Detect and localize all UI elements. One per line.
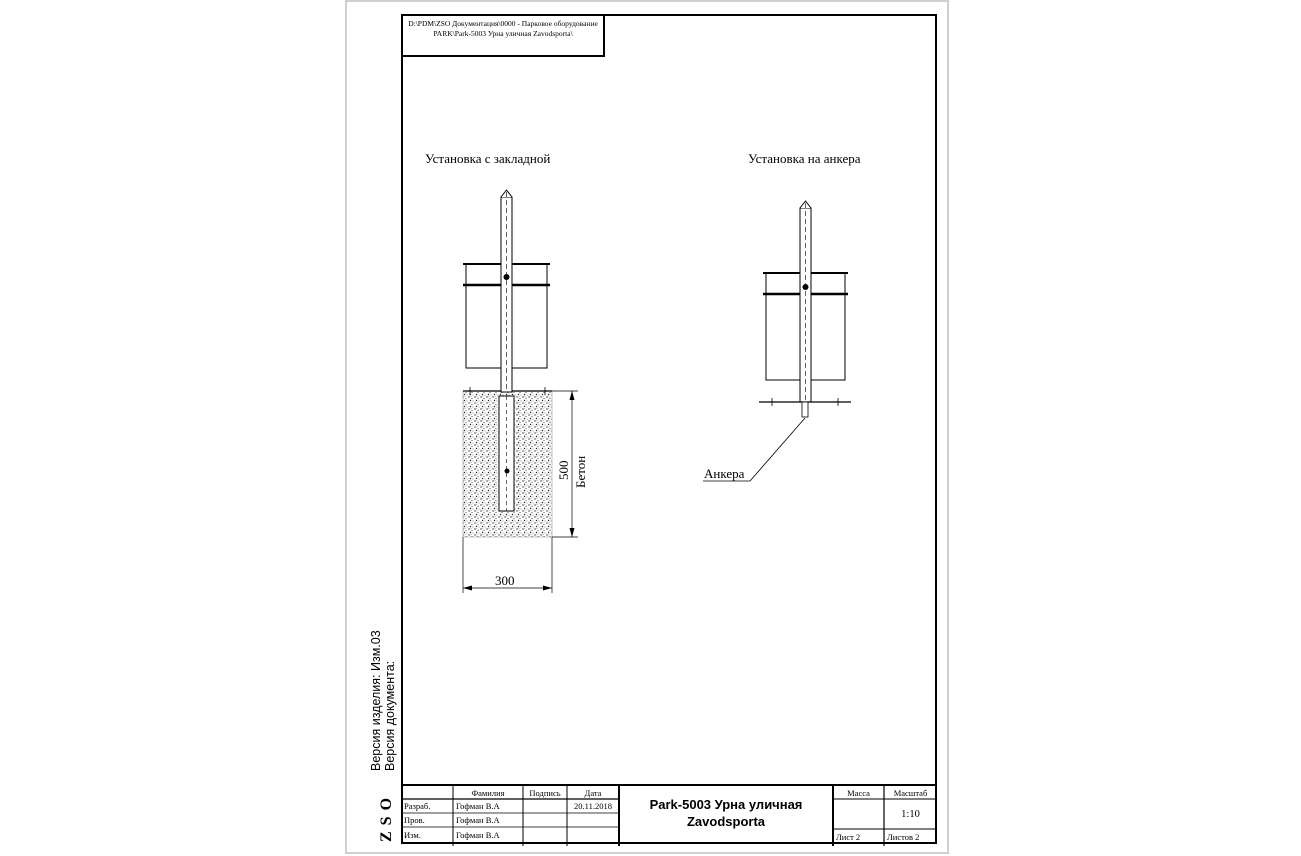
version-product-note: Версия изделия: Изм.03 (369, 630, 383, 771)
row-date-change (567, 827, 619, 842)
file-path-box: D:\PDM\ZSO Документация\0000 - Парковое … (401, 14, 605, 57)
right-view-title: Установка на анкера (748, 151, 861, 166)
mass-label: Масса (847, 787, 870, 798)
row-date-developer: 20.11.2018 (574, 801, 612, 811)
row-signature-developer (523, 799, 567, 813)
row-name-checker: Гофман В.А (456, 815, 500, 825)
product-brand: Zavodsporta (686, 814, 765, 829)
mass-value (833, 799, 884, 829)
concrete-label: Бетон (573, 455, 588, 488)
left-view-drawing (462, 189, 578, 593)
row-role-checker: Пров. (404, 815, 425, 825)
left-view-title: Установка с закладной (425, 151, 551, 166)
row-name-change: Гофман В.А (456, 829, 500, 840)
drawing-sheet (345, 0, 949, 854)
scale-value: 1:10 (901, 808, 920, 820)
version-document-note: Версия документа: (383, 660, 397, 771)
product-name: Park-5003 Урна уличная (649, 797, 803, 812)
dim-width-label: 300 (495, 573, 515, 588)
title-block: Фамилия Подпись Дата Разраб. Гофман В.А … (401, 784, 937, 846)
title-block-grid (401, 786, 937, 846)
file-path-text: D:\PDM\ZSO Документация\0000 - Парковое … (408, 19, 598, 38)
scale-label: Масштаб (893, 787, 928, 798)
row-signature-change (523, 827, 567, 842)
col-date-header: Дата (584, 787, 602, 798)
row-date-checker (567, 813, 619, 827)
product-title: Park-5003 Урна уличная Zavodsporta (619, 796, 833, 836)
col-surname-header: Фамилия (471, 787, 505, 798)
dim-depth-label: 500 (556, 460, 571, 481)
sheets-total: Листов 2 (887, 831, 920, 842)
row-signature-checker (523, 813, 567, 827)
right-view-drawing (703, 200, 851, 482)
anchors-label: Анкера (704, 466, 745, 481)
drawing-frame (401, 14, 937, 844)
row-role-developer: Разраб. (404, 801, 431, 811)
row-name-developer: Гофман В.А (456, 801, 500, 811)
col-signature-header: Подпись (529, 787, 561, 798)
sheet-number: Лист 2 (836, 831, 861, 842)
row-role-change: Изм. (404, 829, 421, 840)
zso-logo: ZSO (378, 791, 395, 842)
